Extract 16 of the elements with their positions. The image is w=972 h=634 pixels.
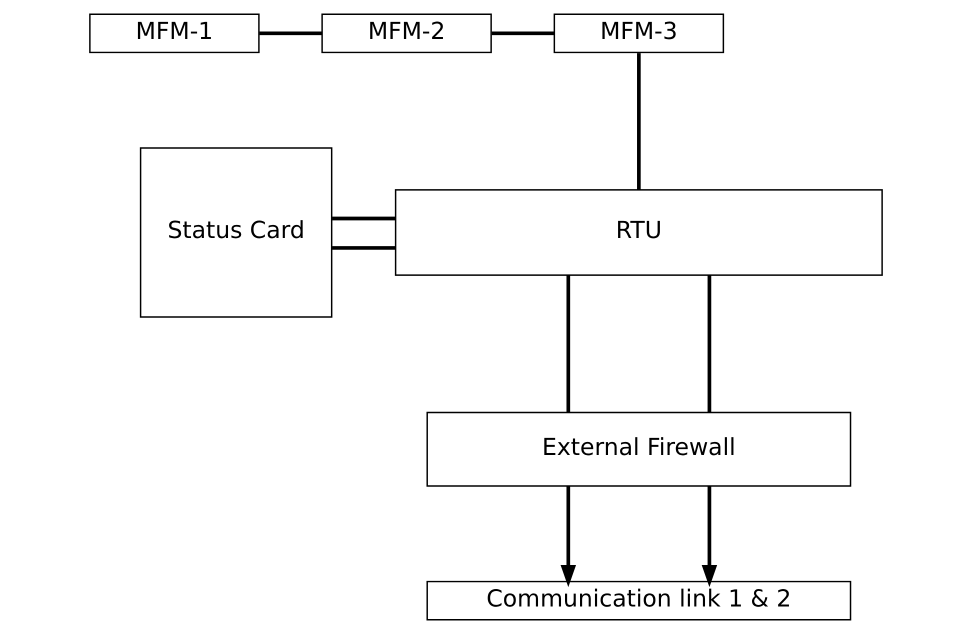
node-box: Communication link 1 & 2	[426, 580, 852, 621]
connector	[637, 53, 641, 190]
node-box: MFM-1	[89, 13, 260, 54]
arrow	[702, 486, 718, 588]
node-box: External Firewall	[426, 412, 852, 487]
connector	[566, 275, 570, 412]
node-box: RTU	[394, 189, 883, 276]
node-box: Status Card	[140, 147, 332, 318]
connector	[332, 216, 396, 220]
connector	[260, 31, 322, 36]
node-box: MFM-3	[554, 13, 724, 54]
connector	[708, 275, 712, 412]
connector	[492, 31, 554, 36]
connector	[332, 246, 396, 250]
node-box: MFM-2	[321, 13, 492, 54]
arrow	[560, 486, 576, 588]
